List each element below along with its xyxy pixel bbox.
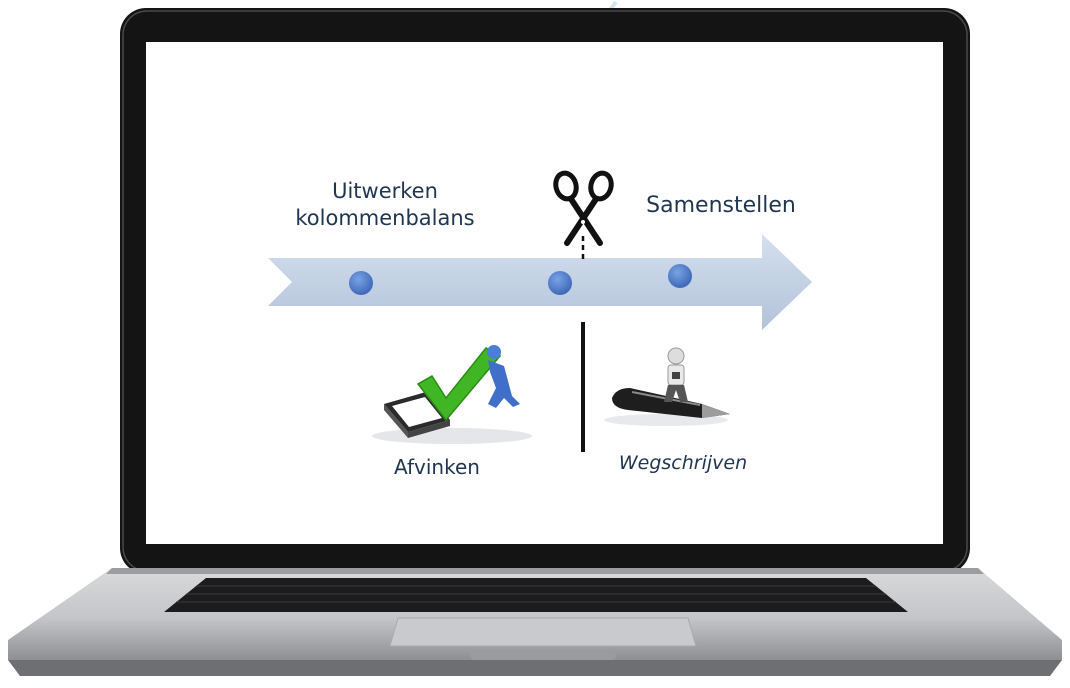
pen-icon <box>604 347 730 426</box>
step-label-line: kolommenbalans <box>295 206 475 230</box>
timeline-arrow <box>268 234 812 330</box>
timeline-dot <box>668 264 692 288</box>
trackpad <box>389 617 697 647</box>
step-label-samenstellen: Samenstellen <box>646 193 796 218</box>
timeline-dot <box>548 271 572 295</box>
label-afvinken: Afvinken <box>394 455 480 479</box>
label-wegschrijven: Wegschrijven <box>618 452 748 474</box>
timeline-dot <box>349 271 373 295</box>
step-label-uitwerken: Uitwerken kolommenbalans <box>285 178 485 232</box>
step-label-line: Uitwerken <box>332 179 438 203</box>
keyboard <box>164 578 908 612</box>
checkmark-icon <box>372 345 532 444</box>
scissors-icon <box>553 170 614 246</box>
